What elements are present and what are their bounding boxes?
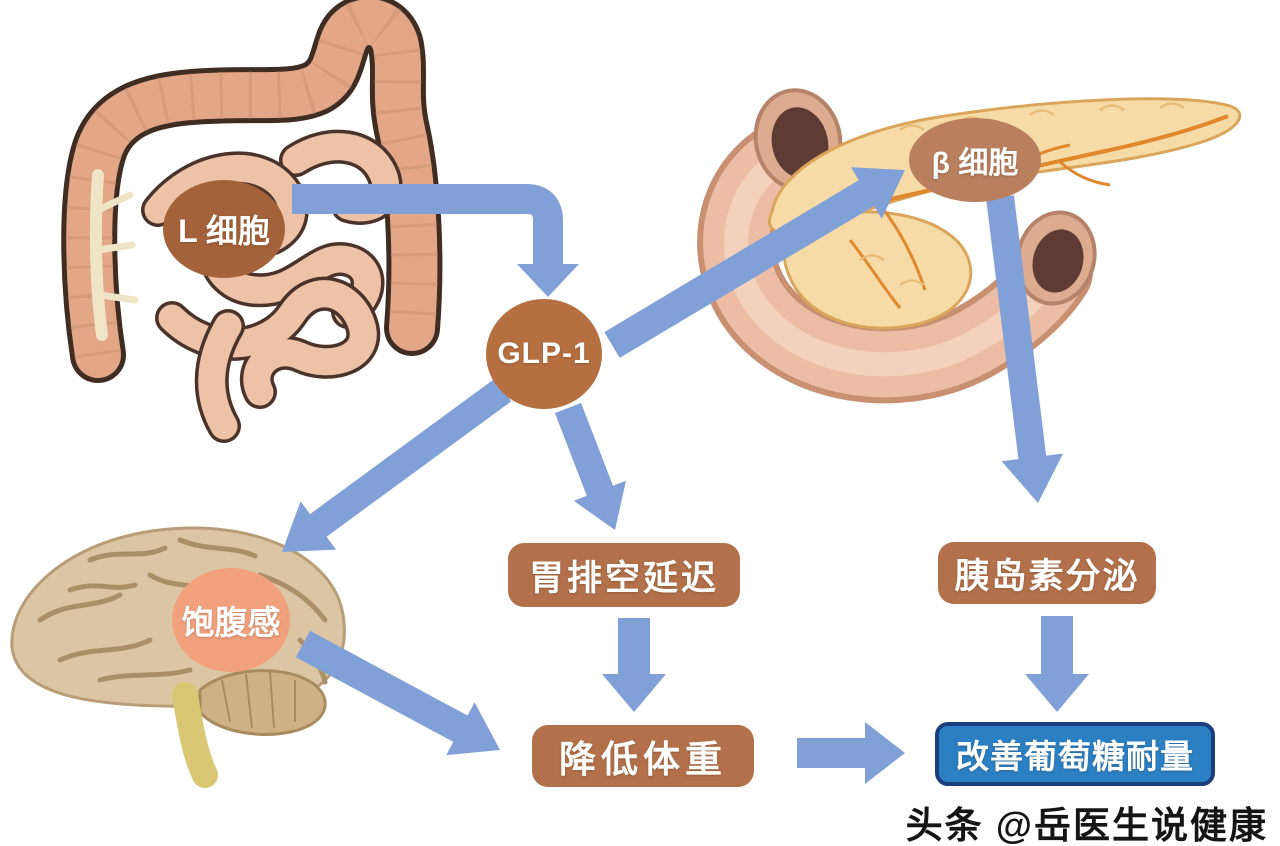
- arrow-insulin_secretion-to-glucose_tolerance: [1025, 616, 1089, 712]
- flow-arrows: [282, 167, 1089, 784]
- node-glucose-tolerance: 改善葡萄糖耐量: [935, 722, 1215, 786]
- node-l-cell-label: L 细胞: [178, 213, 270, 249]
- node-l-cell: L 细胞: [163, 180, 285, 278]
- node-glp1-label: GLP-1: [497, 337, 591, 370]
- node-glucose-tolerance-label: 改善葡萄糖耐量: [956, 738, 1194, 775]
- node-insulin-secretion-label: 胰岛素分泌: [954, 556, 1140, 596]
- node-satiety: 饱腹感: [172, 568, 290, 672]
- node-gastric-emptying-label: 胃排空延迟: [528, 558, 719, 598]
- node-satiety-label: 饱腹感: [181, 604, 281, 641]
- intestine-illustration: [61, 0, 443, 443]
- arrow-gastric_emptying-to-weight_loss: [602, 618, 666, 712]
- arrow-weight_loss-to-glucose_tolerance: [797, 722, 905, 784]
- arrow-glp1-to-beta_cell: [604, 167, 905, 358]
- arrow-glp1-to-gastric_emptying: [554, 403, 626, 530]
- node-weight-loss: 降低体重: [532, 725, 754, 787]
- node-beta-cell: β 细胞: [909, 118, 1041, 202]
- node-weight-loss-label: 降低体重: [559, 739, 727, 780]
- node-beta-cell-label: β 细胞: [931, 147, 1019, 180]
- watermark: 头条 @岳医生说健康: [905, 805, 1268, 846]
- arrow-glp1-to-satiety: [282, 378, 512, 552]
- brain-illustration: [10, 526, 346, 788]
- arrow-satiety-to-weight_loss: [295, 630, 500, 756]
- node-insulin-secretion: 胰岛素分泌: [938, 542, 1156, 604]
- arrow-l_cell-to-glp1: [292, 184, 579, 297]
- node-gastric-emptying: 胃排空延迟: [508, 543, 740, 607]
- arrow-beta_cell-to-insulin_secretion: [986, 195, 1064, 504]
- node-glp1: GLP-1: [486, 299, 602, 409]
